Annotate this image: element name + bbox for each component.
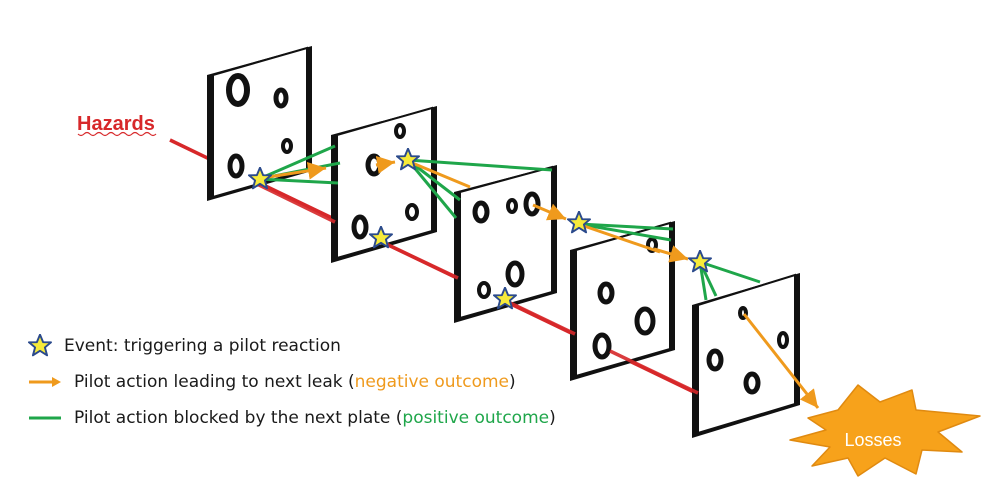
hole	[405, 203, 419, 221]
green-line	[578, 222, 674, 231]
hole	[273, 87, 289, 109]
green-line	[407, 158, 553, 172]
hole	[226, 73, 250, 107]
legend-positive-word: positive outcome	[402, 408, 550, 428]
hole	[777, 331, 789, 349]
hole	[477, 281, 491, 299]
plate-2	[331, 106, 437, 263]
hole	[281, 138, 293, 154]
legend-negative-prefix: Pilot action leading to next leak (	[74, 372, 355, 392]
negative-outcome-arrows	[261, 155, 820, 409]
legend-positive-prefix: Pilot action blocked by the next plate (	[74, 408, 403, 428]
hole	[394, 123, 406, 139]
orange-arrow	[583, 224, 661, 254]
hazards-label: Hazards	[77, 113, 155, 135]
positive-outcome-lines	[258, 144, 761, 301]
green-line	[699, 260, 761, 284]
hazard-line-front	[379, 239, 459, 280]
losses-label: Losses	[844, 430, 901, 450]
hole	[351, 214, 369, 240]
plate-4	[570, 221, 675, 381]
star-icon	[28, 334, 52, 357]
legend-negative-word: negative outcome	[354, 372, 509, 392]
legend-row-positive: Pilot action blocked by the next plate (…	[28, 400, 556, 436]
green-line	[578, 222, 672, 242]
green-line	[406, 159, 458, 219]
legend-negative-suffix: )	[509, 372, 516, 392]
legend-negative-text: Pilot action leading to next leak (negat…	[74, 372, 516, 392]
hole	[597, 281, 615, 305]
hazards-underline	[77, 131, 157, 137]
orange-arrow	[261, 161, 327, 180]
legend-row-event: Event: triggering a pilot reaction	[28, 328, 556, 364]
hole	[706, 348, 724, 372]
orange-arrow	[409, 160, 471, 189]
hole	[472, 200, 490, 224]
plate-5	[692, 273, 800, 438]
hole	[227, 153, 245, 179]
orange-arrow	[653, 245, 689, 263]
hole	[523, 191, 541, 217]
orange-arrow	[742, 313, 820, 409]
orange-arrow	[532, 203, 567, 221]
legend: Event: triggering a pilot reaction Pilot…	[28, 328, 556, 436]
green-line	[407, 158, 461, 202]
legend-row-negative: Pilot action leading to next leak (negat…	[28, 364, 556, 400]
plate-3	[454, 165, 557, 323]
event-star-icon	[567, 211, 591, 234]
hazard-line-front	[609, 349, 699, 395]
losses-explosion-burst-icon: Losses	[789, 384, 981, 477]
hole	[592, 332, 612, 360]
legend-event-text: Event: triggering a pilot reaction	[64, 336, 341, 356]
green-line-icon	[29, 416, 61, 420]
hazard-line-front	[499, 296, 576, 336]
plate-1	[207, 46, 312, 201]
legend-positive-suffix: )	[549, 408, 556, 428]
hole	[743, 371, 761, 395]
hole	[505, 260, 525, 288]
legend-positive-text: Pilot action blocked by the next plate (…	[74, 408, 556, 428]
orange-arrow	[375, 155, 396, 174]
hole	[634, 306, 656, 336]
hazard-line-front	[254, 181, 336, 224]
green-line	[258, 177, 339, 185]
green-line	[258, 144, 336, 181]
hole	[506, 198, 518, 214]
orange-arrow-icon	[29, 377, 61, 387]
